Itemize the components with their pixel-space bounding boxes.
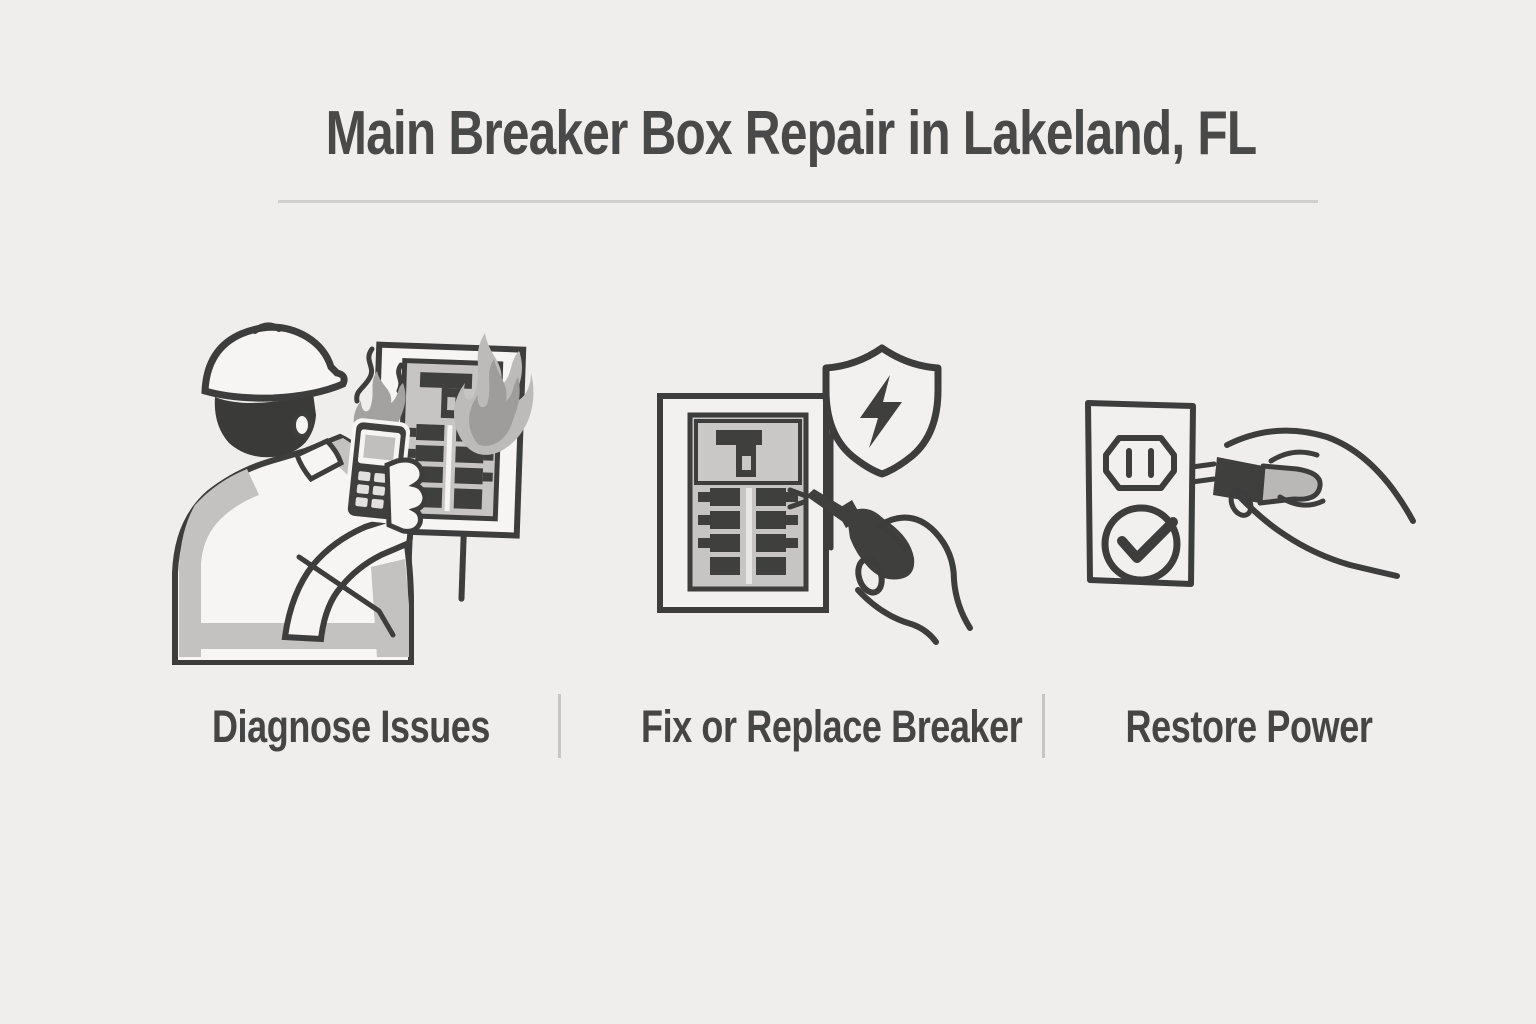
step-label-diagnose: Diagnose Issues [211,701,491,752]
hand-icon [384,457,428,534]
breaker-switches [698,488,798,575]
title-divider [278,200,1318,203]
step-divider-2 [1042,694,1045,758]
lightning-bolt-icon [860,375,902,448]
step-label-restore: Restore Power [1125,701,1373,752]
step-label-fix-replace: Fix or Replace Breaker [641,701,1023,752]
hand-icon [855,514,973,645]
checkmark-icon [1101,504,1181,584]
restore-illustration [1085,400,1416,587]
outlet-icon [1085,400,1196,587]
step-divider-1 [558,694,561,758]
page-title: Main Breaker Box Repair in Lakeland, FL [325,99,1258,168]
plug-icon [1189,457,1323,506]
repair-illustration [657,344,973,645]
hand-icon [1224,427,1416,579]
flame-icon [454,333,534,455]
diagnose-illustration [172,322,534,665]
hard-hat-icon [201,322,348,402]
shield-lightning-icon [822,344,942,478]
